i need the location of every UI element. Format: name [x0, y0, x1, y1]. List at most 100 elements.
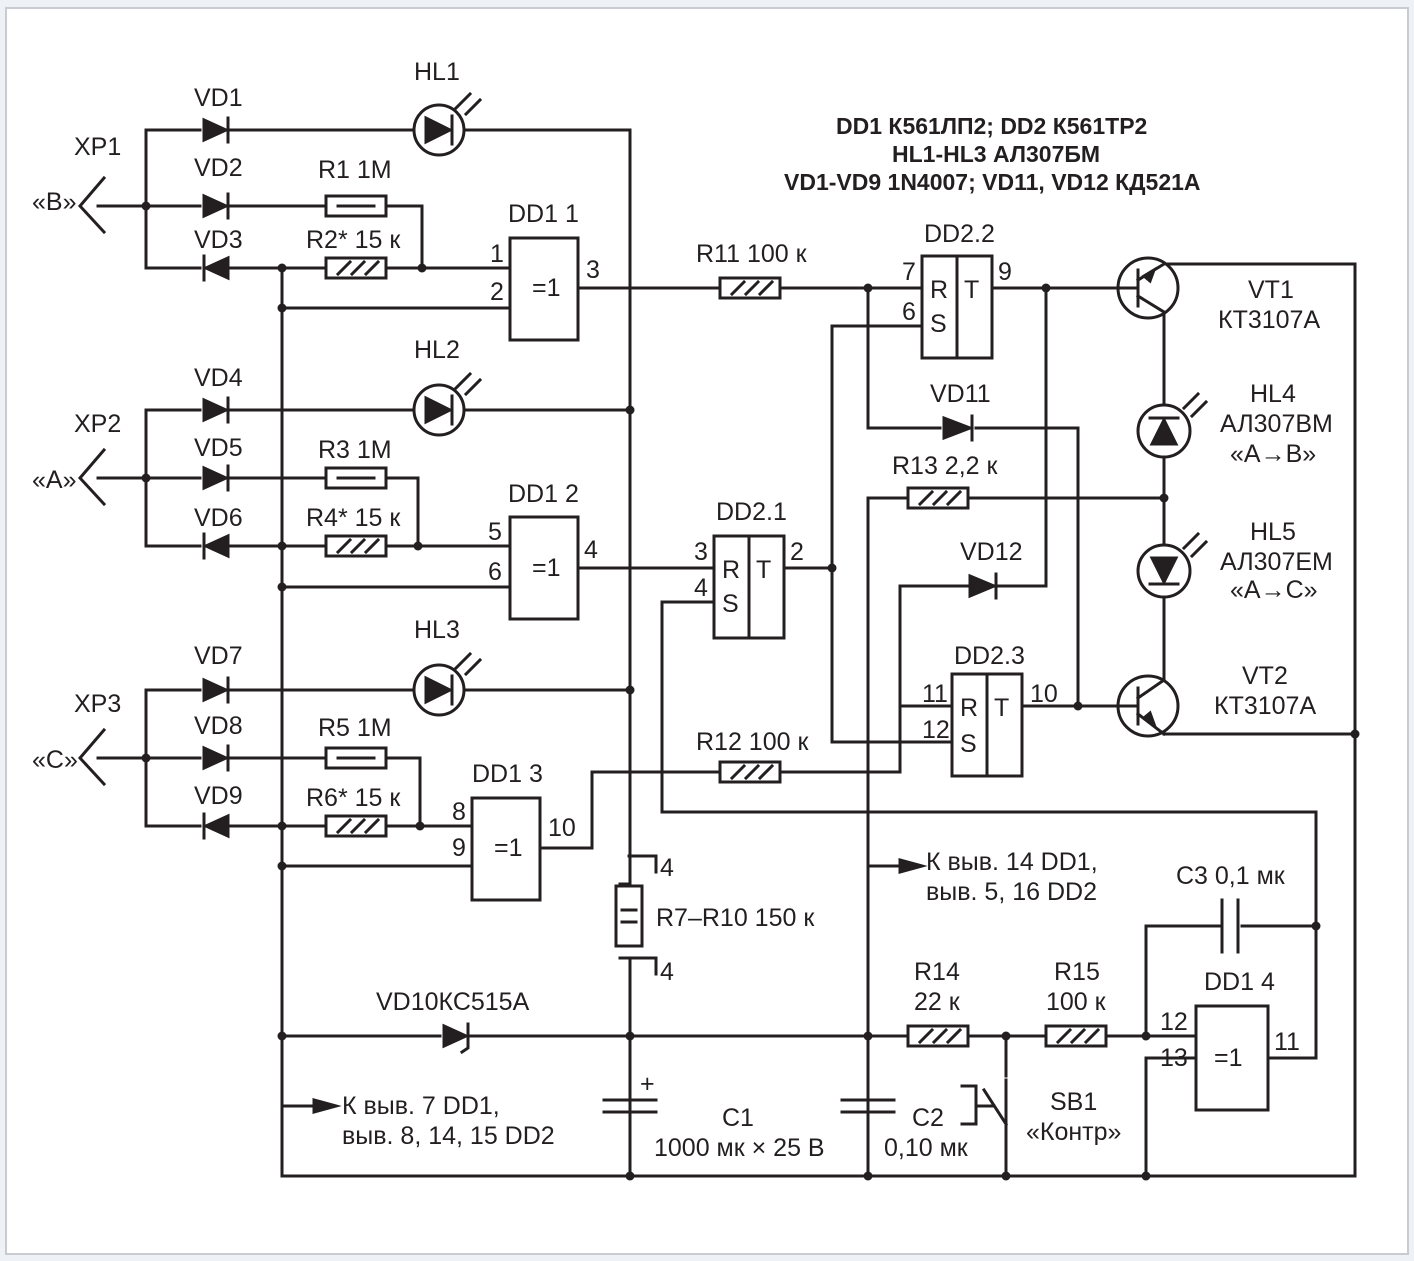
- trigger-pin: 4: [694, 574, 708, 602]
- gate-fn: =1: [494, 834, 523, 862]
- rnet-pin-top: 4: [660, 854, 674, 882]
- trigger-r: R: [930, 276, 948, 304]
- diode-vd11: [942, 414, 975, 442]
- vd3-label: VD3: [194, 226, 243, 254]
- resistor-r2: [324, 256, 388, 280]
- connector-xp3: XP3 «C»: [32, 690, 121, 787]
- trigger-s: S: [960, 730, 977, 758]
- vd10-label: VD10КС515А: [376, 988, 530, 1016]
- r2-label: R2* 15 к: [306, 226, 401, 254]
- gate-pin: 1: [490, 240, 504, 268]
- hl4-desc: «A→B»: [1230, 440, 1316, 468]
- emitter-arrow-icon: [1141, 710, 1157, 728]
- resistor-r6: [324, 814, 388, 838]
- r15-ref: R15: [1054, 958, 1100, 986]
- trigger-name: DD2.2: [924, 220, 995, 248]
- gate-pin: 11: [1274, 1028, 1300, 1056]
- diode-vd12: [968, 572, 998, 600]
- vd11-label: VD11: [930, 380, 991, 408]
- trigger-s: S: [930, 310, 947, 338]
- hl4-type: АЛ307ВМ: [1220, 410, 1333, 438]
- hl4-ref: HL4: [1250, 380, 1296, 408]
- resistor-r15: [1044, 1024, 1108, 1048]
- r4-label: R4* 15 к: [306, 504, 401, 532]
- hl3-label: HL3: [414, 616, 460, 644]
- capacitor-c2: [840, 1098, 896, 1114]
- diode-vd5: [202, 464, 230, 492]
- vd9-label: VD9: [194, 782, 243, 810]
- rnet-pin-bottom: 4: [660, 958, 674, 986]
- connector-ref: XP1: [74, 133, 121, 161]
- connector-label: «A»: [32, 466, 76, 494]
- trigger-pin: 12: [922, 716, 950, 744]
- junctions: [141, 201, 1360, 1181]
- arrow-icon: [312, 1098, 342, 1114]
- hl5-desc: «A→C»: [1230, 576, 1318, 604]
- diode-vd8: [202, 744, 230, 772]
- trigger-t: T: [964, 276, 979, 304]
- trigger-name: DD2.1: [716, 498, 787, 526]
- led-hl3: [412, 651, 483, 717]
- vd5-label: VD5: [194, 434, 243, 462]
- resistor-symbols: [324, 194, 1108, 1048]
- vd1-label: VD1: [194, 84, 243, 112]
- gate-name: DD1 4: [1204, 968, 1275, 996]
- vt2-ref: VT2: [1242, 662, 1288, 690]
- connector-xp2: XP2 «A»: [32, 410, 121, 507]
- trigger-dd2-1: R S T DD2.1 3 4 2: [694, 498, 804, 640]
- resistor-r1: [324, 194, 388, 218]
- vd7-label: VD7: [194, 642, 243, 670]
- led-hl2: [412, 371, 483, 437]
- hl5-ref: HL5: [1250, 518, 1296, 546]
- r12-label: R12 100 к: [696, 728, 809, 756]
- gate-pin: 8: [452, 798, 466, 826]
- resistor-r14: [906, 1024, 970, 1048]
- connector-label: «B»: [32, 188, 76, 216]
- trigger-name: DD2.3: [954, 642, 1025, 670]
- gate-pin: 4: [584, 536, 598, 564]
- vd6-label: VD6: [194, 504, 243, 532]
- gate-pin: 2: [490, 278, 504, 306]
- switch-sb1: [960, 1078, 1009, 1127]
- c2-ref: C2: [912, 1104, 944, 1132]
- power-note-14: выв. 5, 16 DD2: [926, 878, 1097, 906]
- trigger-pin: 9: [998, 258, 1012, 286]
- connector-ref: XP2: [74, 410, 121, 438]
- wiring: [96, 128, 1357, 1178]
- sb1-label: «Контр»: [1026, 1118, 1121, 1146]
- transistor-vt1: [1116, 256, 1180, 320]
- c1-value: 1000 мк × 25 В: [654, 1134, 825, 1162]
- resistor-r3: [324, 466, 388, 490]
- trigger-pin: 11: [922, 680, 948, 708]
- trigger-s: S: [722, 590, 739, 618]
- r1-label: R1 1М: [318, 156, 392, 184]
- trigger-dd2-3: R S T DD2.3 11 12 10: [922, 642, 1058, 778]
- vd12-label: VD12: [960, 538, 1023, 566]
- trigger-r: R: [722, 556, 740, 584]
- led-hl4: [1136, 391, 1209, 459]
- diode-vd3: [202, 254, 230, 282]
- gate-dd1-1: =1 DD1 1 1 2 3: [490, 200, 600, 342]
- trigger-dd2-2: R S T DD2.2 7 6 9: [902, 220, 1012, 360]
- note-line: HL1-HL3 АЛ307БМ: [892, 141, 1100, 167]
- vt1-type: КТ3107А: [1218, 306, 1320, 334]
- gate-pin: 9: [452, 834, 466, 862]
- emitter-arrow-icon: [1141, 266, 1157, 284]
- diode-vd7: [202, 676, 230, 704]
- c2-value: 0,10 мк: [884, 1134, 969, 1162]
- capacitor-c3: [1220, 898, 1240, 954]
- gate-dd1-2: =1 DD1 2 5 6 4: [488, 480, 598, 621]
- note-line: DD1 К561ЛП2; DD2 К561ТР2: [836, 113, 1147, 139]
- gate-dd1-3: =1 DD1 3 8 9 10: [452, 760, 576, 902]
- panel: [5, 7, 1409, 1255]
- resistor-r13: [906, 486, 970, 510]
- resistor-r5: [324, 746, 388, 770]
- r6-label: R6* 15 к: [306, 784, 401, 812]
- resistor-r11: [718, 276, 782, 300]
- r15-value: 100 к: [1046, 988, 1107, 1016]
- gate-pin: 12: [1160, 1008, 1188, 1036]
- capacitor-c1: [602, 1098, 658, 1114]
- note-line: VD1-VD9 1N4007; VD11, VD12 КД521А: [784, 169, 1201, 195]
